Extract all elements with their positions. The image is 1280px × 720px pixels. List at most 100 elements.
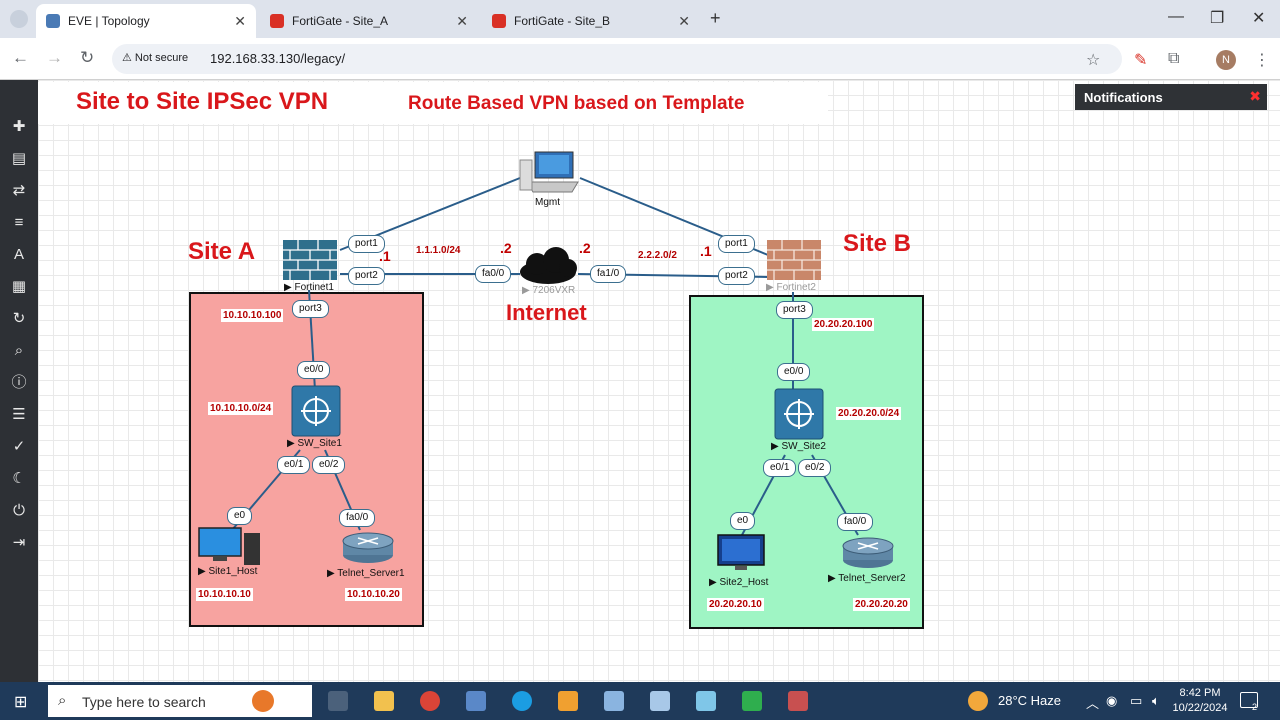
sw1-e02-label[interactable]: e0/2 [312, 456, 346, 474]
power-icon[interactable]: ⏻ [13, 502, 25, 519]
pen-extension-icon[interactable]: ✎ [1134, 52, 1148, 69]
sw-site2-label[interactable]: ▶ SW_Site2 [771, 441, 826, 452]
info-icon[interactable]: ⓘ [11, 374, 27, 391]
network-icon[interactable]: ▭ [1130, 693, 1143, 708]
dark-mode-icon[interactable]: ☾ [12, 470, 26, 487]
security-indicator[interactable]: ⚠ Not secure [122, 52, 189, 64]
forward-arrow-icon[interactable]: → [46, 48, 63, 67]
vmware-icon[interactable] [558, 691, 578, 711]
fw1-port3-label[interactable]: port3 [292, 300, 329, 318]
tray-chevron-icon[interactable]: ︿ [1086, 696, 1100, 711]
weather-icon[interactable] [968, 691, 988, 711]
fw2-port3-label[interactable]: port3 [776, 301, 813, 319]
telnet-server2-label[interactable]: ▶ Telnet_Server2 [828, 573, 906, 584]
telnet-server1-label[interactable]: ▶ Telnet_Server1 [327, 568, 405, 579]
tray-app-icon[interactable]: ◉ [1106, 693, 1118, 708]
remote-desktop-icon[interactable] [604, 691, 624, 711]
close-tab-icon[interactable]: ✕ [456, 12, 468, 29]
close-window-icon[interactable]: ✕ [1252, 10, 1266, 27]
grid-icon[interactable]: ▦ [11, 278, 27, 295]
wireshark-icon[interactable] [788, 691, 808, 711]
minimize-icon[interactable]: — [1168, 8, 1184, 25]
new-tab-icon[interactable]: + [710, 8, 721, 28]
server2-fa00-label[interactable]: fa0/0 [837, 513, 874, 531]
close-notifications-icon[interactable]: ✖ [1249, 88, 1261, 104]
net-right-label: 2.2.2.0/2 [638, 250, 677, 261]
sw2-e00-label[interactable]: e0/0 [777, 363, 811, 381]
restore-icon[interactable]: ❐ [1210, 10, 1225, 27]
notifications-panel: Notifications ✖ [1075, 84, 1267, 110]
tab-fortigate-site-a[interactable]: FortiGate - Site_A ✕ [260, 4, 478, 38]
network-app-icon[interactable] [466, 691, 486, 711]
paint-icon[interactable] [650, 691, 670, 711]
weather-text[interactable]: 28°C Haze [998, 693, 1062, 708]
windows-start-icon[interactable]: ⊞ [14, 694, 28, 711]
close-tab-icon[interactable]: ✕ [234, 12, 246, 29]
address-bar[interactable]: ⚠ Not secure 192.168.33.130/legacy/ [112, 44, 1122, 74]
tab-search-button[interactable] [10, 10, 28, 28]
router-right-address-suffix: .2 [579, 240, 591, 256]
taskbar-clock[interactable]: 8:42 PM 10/22/2024 [1170, 686, 1230, 716]
search-icon: ⌕ [58, 692, 67, 709]
sw2-e01-label[interactable]: e0/1 [763, 459, 797, 477]
fortigate-favicon-icon [492, 14, 506, 28]
sw1-e00-label[interactable]: e0/0 [297, 361, 331, 379]
site2-host-label[interactable]: ▶ Site2_Host [709, 577, 769, 588]
startup-configs-icon[interactable]: ≡ [14, 214, 24, 231]
eve-sidebar: ✚ ▤ ⇄ ≡ A ▦ ↻ ⌕ ⓘ ☰ ✓ ☾ ⏻ ⇥ [0, 80, 38, 682]
site-a-label: Site A [188, 238, 256, 265]
add-object-icon[interactable]: ✚ [12, 118, 26, 135]
sw-site1-label[interactable]: ▶ SW_Site1 [287, 438, 342, 449]
tab-label: FortiGate - Site_B [514, 14, 611, 28]
notes-icon[interactable] [696, 691, 716, 711]
taskbar-search-box[interactable]: ⌕ Type here to search [48, 685, 312, 717]
tab-eve-topology[interactable]: EVE | Topology ✕ [36, 4, 256, 38]
task-view-icon[interactable] [328, 691, 348, 711]
zoom-icon[interactable]: ⌕ [14, 342, 24, 359]
menu-dots-icon[interactable]: ⋮ [1254, 52, 1270, 69]
logout-icon[interactable]: ⇥ [12, 534, 26, 551]
back-arrow-icon[interactable]: ← [12, 48, 29, 67]
sw2-e02-label[interactable]: e0/2 [798, 459, 832, 477]
internet-label: Internet [506, 300, 587, 325]
volume-icon[interactable]: 🔈︎ [1152, 693, 1160, 708]
fw2-port2-label[interactable]: port2 [718, 267, 755, 285]
site-b-fw-ip: 20.20.20.100 [812, 318, 875, 331]
url-text[interactable]: 192.168.33.130/legacy/ [210, 51, 346, 66]
reload-icon[interactable]: ↻ [80, 48, 95, 67]
router-label[interactable]: ▶ 7206VXR [522, 285, 576, 296]
edge-icon[interactable] [512, 691, 532, 711]
status-icon[interactable]: ✓ [12, 438, 26, 455]
text-objects-icon[interactable]: A [13, 246, 24, 263]
file-explorer-icon[interactable] [374, 691, 394, 711]
eye-app-icon[interactable] [742, 691, 762, 711]
fw2-port1-label[interactable]: port1 [718, 235, 755, 253]
profile-avatar[interactable]: N [1216, 50, 1236, 70]
site1-host-e0-label[interactable]: e0 [227, 507, 253, 525]
extensions-icon[interactable]: ⧉ [1168, 50, 1180, 67]
close-tab-icon[interactable]: ✕ [678, 12, 690, 29]
router-fa10-label[interactable]: fa1/0 [590, 265, 627, 283]
bookmark-star-icon[interactable]: ☆ [1086, 52, 1101, 69]
telnet-server2-ip: 20.20.20.20 [853, 598, 910, 611]
sw1-e01-label[interactable]: e0/1 [277, 456, 311, 474]
fortinet1-label[interactable]: ▶ Fortinet1 [284, 282, 334, 293]
mgmt-label[interactable]: Mgmt [535, 197, 560, 208]
server1-fa00-label[interactable]: fa0/0 [339, 509, 376, 527]
nodes-icon[interactable]: ▤ [11, 150, 27, 167]
site1-host-label[interactable]: ▶ Site1_Host [198, 566, 258, 577]
chrome-icon[interactable] [420, 691, 440, 711]
site2-host-e0-label[interactable]: e0 [730, 512, 756, 530]
tab-fortigate-site-b[interactable]: FortiGate - Site_B ✕ [482, 4, 700, 38]
fw1-port1-label[interactable]: port1 [348, 235, 385, 253]
fw1-port2-label[interactable]: port2 [348, 267, 385, 285]
action-center-icon[interactable] [1240, 692, 1258, 708]
networks-icon[interactable]: ⇄ [12, 182, 26, 199]
refresh-icon[interactable]: ↻ [12, 310, 26, 327]
lab-list-icon[interactable]: ☰ [12, 406, 26, 423]
router-fa00-label[interactable]: fa0/0 [475, 265, 512, 283]
site1-host-name: Site1_Host [208, 566, 258, 577]
fortinet2-label[interactable]: ▶ Fortinet2 [766, 282, 816, 293]
site-b-subnet: 20.20.20.0/24 [836, 407, 902, 420]
basketball-icon [252, 690, 274, 712]
